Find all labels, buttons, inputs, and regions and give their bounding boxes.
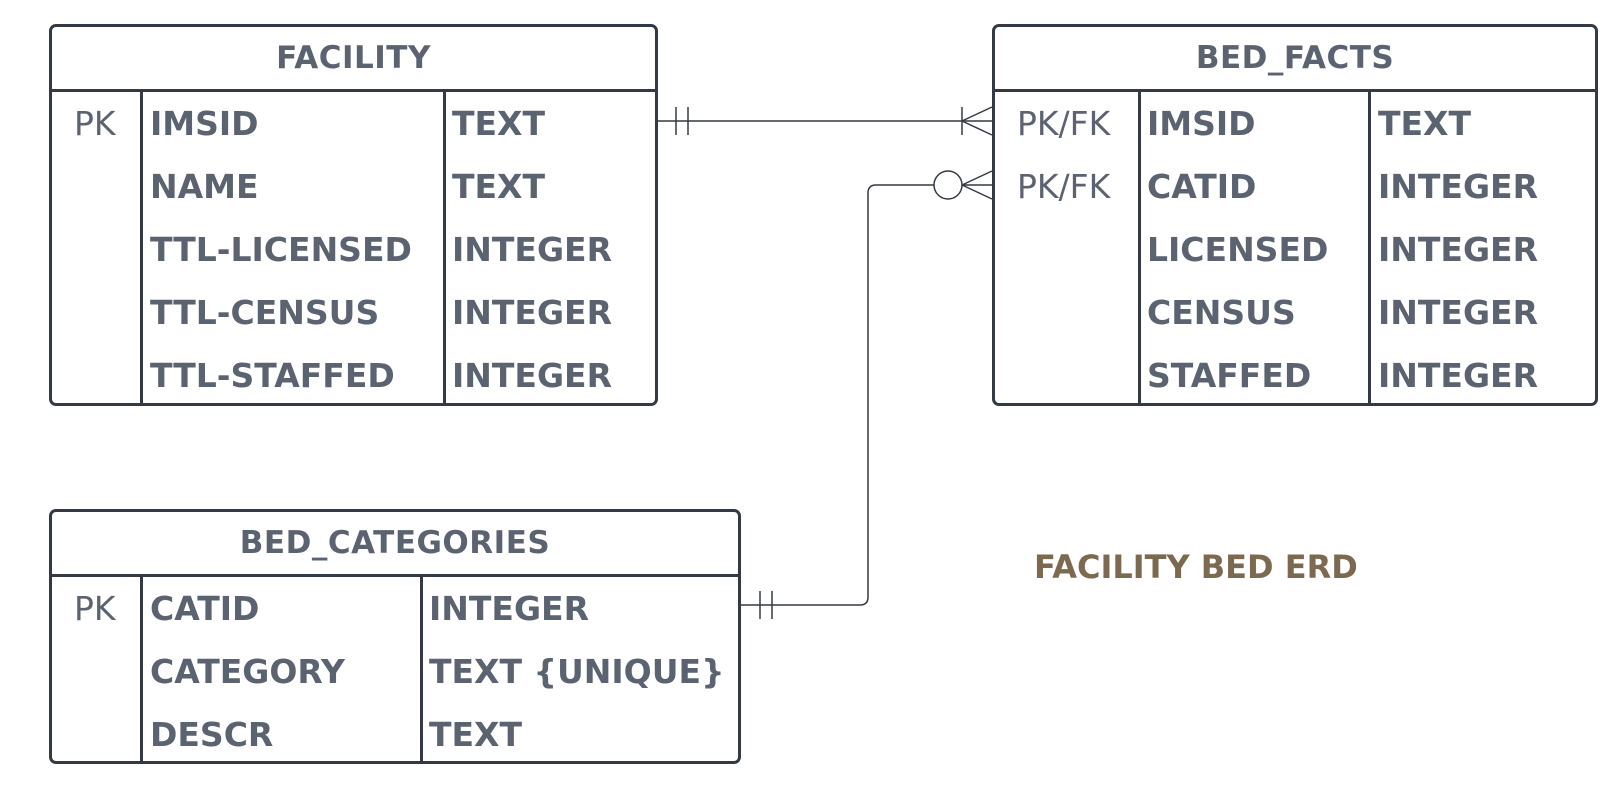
field-type: INTEGER	[452, 356, 612, 395]
key-cell: PK	[74, 589, 116, 628]
field-name: TTL-STAFFED	[150, 356, 395, 395]
field-type: INTEGER	[1378, 356, 1538, 395]
field-type: TEXT	[452, 167, 546, 206]
field-type: TEXT	[1378, 104, 1472, 143]
field-type: INTEGER	[452, 230, 612, 269]
bedfacts-crowfoot-bottom	[961, 120, 993, 136]
field-name: CENSUS	[1147, 293, 1296, 332]
field-name: IMSID	[1147, 104, 1256, 143]
categories-bedfacts-line	[741, 184, 934, 606]
key-column-divider	[140, 92, 143, 403]
field-name: TTL-LICENSED	[150, 230, 412, 269]
field-type: INTEGER	[1378, 230, 1538, 269]
diagram-title: FACILITY BED ERD	[1034, 548, 1358, 586]
field-name: CATID	[1147, 167, 1257, 206]
bedfacts-zero-circle	[933, 170, 963, 200]
key-column-divider	[1138, 92, 1141, 403]
key-cell: PK/FK	[1017, 104, 1111, 143]
field-type: TEXT	[452, 104, 546, 143]
entity-title: BED_CATEGORIES	[52, 512, 738, 577]
key-cell: PK/FK	[1017, 167, 1111, 206]
field-type: INTEGER	[1378, 167, 1538, 206]
key-cell: PK	[74, 104, 116, 143]
field-name: LICENSED	[1147, 230, 1329, 269]
bedfacts-crowfoot2-bottom	[961, 184, 993, 200]
field-name: CATID	[150, 589, 260, 628]
entity-bed-facts[interactable]: BED_FACTS PK/FK IMSID TEXT PK/FK CATID I…	[992, 24, 1598, 406]
field-name: STAFFED	[1147, 356, 1312, 395]
field-type: INTEGER	[429, 589, 589, 628]
table-row: CENSUS INTEGER	[995, 281, 1595, 344]
field-type: INTEGER	[1378, 293, 1538, 332]
table-row: PK/FK IMSID TEXT	[995, 92, 1595, 155]
field-name: IMSID	[150, 104, 259, 143]
bedfacts-crowfoot2-top	[961, 170, 993, 186]
field-name: TTL-CENSUS	[150, 293, 380, 332]
table-row: LICENSED INTEGER	[995, 218, 1595, 281]
bedfacts-crowfoot-top	[961, 106, 993, 122]
field-name: NAME	[150, 167, 259, 206]
table-row: NAME TEXT	[52, 155, 655, 218]
entity-facility[interactable]: FACILITY PK IMSID TEXT NAME TEXT TTL-LIC…	[49, 24, 658, 406]
entity-title: BED_FACTS	[995, 27, 1595, 92]
table-row: PK/FK CATID INTEGER	[995, 155, 1595, 218]
table-row: PK CATID INTEGER	[52, 577, 738, 640]
type-column-divider	[1368, 92, 1371, 403]
table-row: PK IMSID TEXT	[52, 92, 655, 155]
field-type: TEXT	[429, 715, 523, 754]
table-row: TTL-CENSUS INTEGER	[52, 281, 655, 344]
table-row: DESCR TEXT	[52, 703, 738, 761]
table-row: TTL-STAFFED INTEGER	[52, 344, 655, 403]
field-name: CATEGORY	[150, 652, 345, 691]
field-name: DESCR	[150, 715, 274, 754]
table-row: CATEGORY TEXT {UNIQUE}	[52, 640, 738, 703]
field-type: INTEGER	[452, 293, 612, 332]
entity-title: FACILITY	[52, 27, 655, 92]
table-row: STAFFED INTEGER	[995, 344, 1595, 403]
type-column-divider	[420, 577, 423, 761]
entity-bed-categories[interactable]: BED_CATEGORIES PK CATID INTEGER CATEGORY…	[49, 509, 741, 764]
key-column-divider	[140, 577, 143, 761]
field-type: TEXT {UNIQUE}	[429, 652, 725, 691]
table-row: TTL-LICENSED INTEGER	[52, 218, 655, 281]
type-column-divider	[443, 92, 446, 403]
